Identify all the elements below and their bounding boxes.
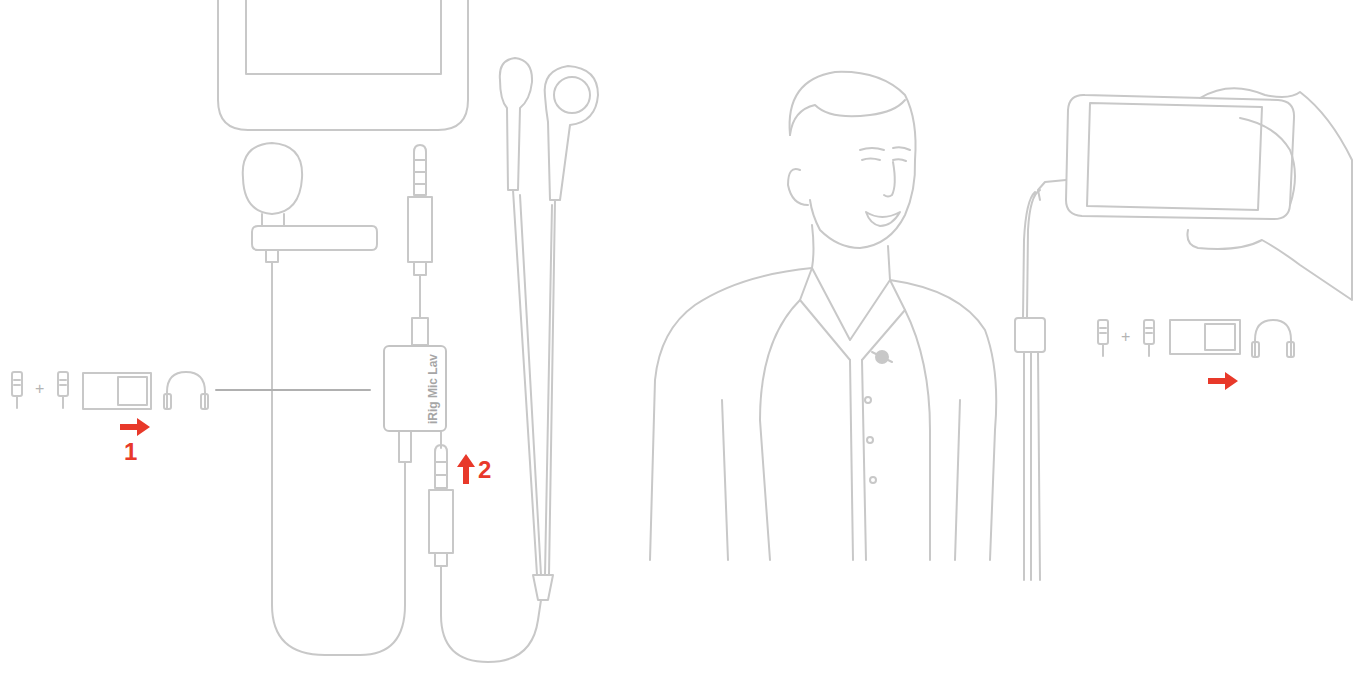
phone-body <box>218 0 468 130</box>
lav-strain <box>266 250 278 262</box>
step-number: 2 <box>478 458 491 482</box>
plus-sign: + <box>35 381 44 397</box>
leader-line <box>216 389 370 391</box>
mode-icon-left <box>12 372 208 409</box>
person <box>650 72 996 560</box>
device-box: iRig Mic Lav <box>383 345 447 432</box>
arrow-right <box>120 418 150 436</box>
arrow-right <box>1208 372 1238 390</box>
trrs-rings <box>414 160 426 184</box>
plug-rings <box>435 462 447 475</box>
y-splitter <box>533 575 553 600</box>
plus-sign: + <box>1121 329 1130 345</box>
earbud-left <box>500 58 532 190</box>
trrs-strain <box>414 262 426 275</box>
trrs-tip <box>414 145 426 195</box>
lav-neck <box>262 214 284 226</box>
lav-cable <box>272 262 405 655</box>
earphone-wires <box>513 190 555 575</box>
mode-icon-right <box>1098 320 1294 357</box>
lav-plug <box>399 432 411 462</box>
red-arrows <box>120 372 1238 484</box>
step-number: 1 <box>124 440 137 464</box>
plug-strain <box>435 553 447 566</box>
earbud-grille <box>554 77 590 113</box>
phone-in-hand <box>1015 88 1352 580</box>
earbud-right <box>545 66 598 200</box>
plug-body <box>429 490 453 553</box>
earphone-cable <box>441 566 541 662</box>
trrs-body <box>408 197 432 262</box>
phone-screen <box>246 0 441 74</box>
lav-mic-head <box>243 143 302 214</box>
plug-tip <box>435 445 447 488</box>
trrs-cable <box>419 275 421 318</box>
lav-clip <box>252 226 377 250</box>
arrow-up <box>457 454 475 484</box>
device-label: iRig Mic Lav <box>427 353 439 423</box>
trrs-boot <box>412 318 428 345</box>
